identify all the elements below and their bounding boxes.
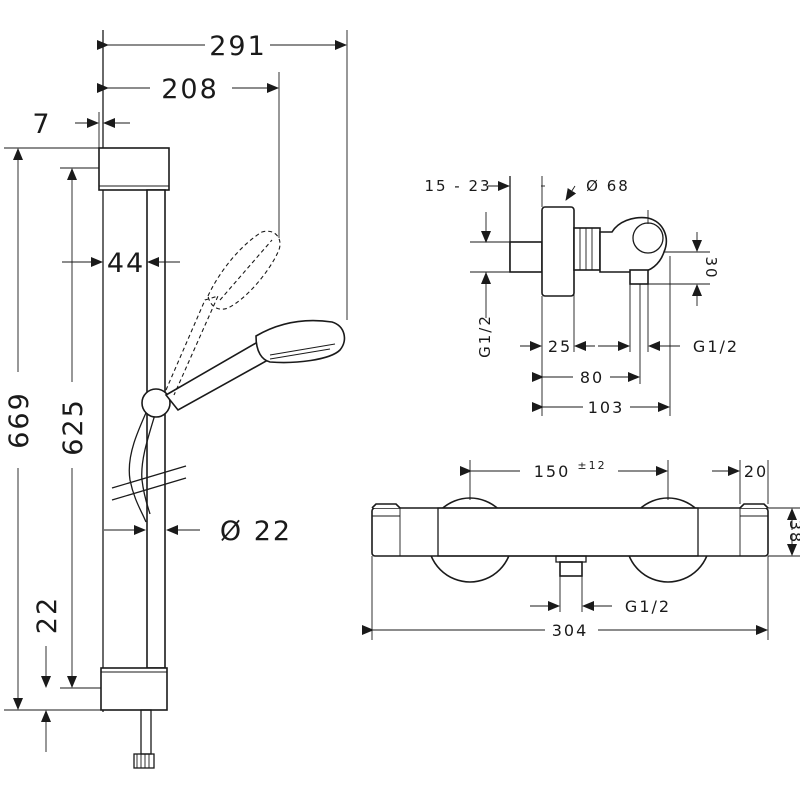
dim-80-label: 80: [580, 368, 604, 387]
dim-44-label: 44: [107, 248, 145, 279]
left-end-cap: [371, 503, 401, 509]
dim-208-label: 208: [161, 74, 219, 105]
hose-stub: [140, 709, 152, 755]
dim-rosette-label: Ø 68: [586, 177, 630, 195]
top-wall-bracket: [98, 147, 170, 191]
front-outlet: [559, 561, 583, 577]
dim-7-label: 7: [32, 109, 51, 140]
mixer-body-front: [371, 507, 769, 557]
break-line-bottom: [111, 477, 187, 501]
dim-150-label: 150: [534, 462, 571, 481]
mixer-front-view: 150 ±12 20 38 G1/2 304: [362, 459, 800, 640]
hand-shower-alt-handle: [165, 295, 219, 396]
dim-rail-diameter-label: Ø 22: [220, 516, 292, 547]
dim-20-label: 20: [744, 462, 768, 481]
dim-22-label: 22: [32, 596, 63, 634]
dim-38-label: 38: [786, 520, 800, 544]
mixer-side-view: 15 - 23 Ø 68 G1/2 30 25 G1/2 80: [424, 176, 739, 417]
dim-103-label: 103: [588, 398, 625, 417]
mixer-body-side: [599, 216, 668, 273]
dim-669-label: 669: [4, 391, 35, 449]
dim-outlet-thread-label: G1/2: [693, 337, 739, 356]
wall-rosette: [541, 206, 575, 297]
shower-rail-drawing: 291 208 7 44 669 625 Ø 22 22: [4, 30, 348, 769]
slider-knob: [141, 388, 171, 418]
dim-inlet-range-label: 15 - 23: [424, 177, 491, 195]
dim-25-label: 25: [548, 337, 572, 356]
hose-nut: [133, 753, 155, 769]
dim-30-label: 30: [702, 256, 720, 279]
hand-shower-head: [255, 319, 346, 364]
inlet-connector: [509, 241, 543, 273]
dim-625-label: 625: [58, 398, 89, 456]
hand-shower-alt-head: [207, 230, 281, 310]
dim-150-tolerance: ±12: [577, 459, 606, 472]
dim-304-label: 304: [552, 621, 589, 640]
dim-291-label: 291: [209, 31, 267, 62]
right-end-cap: [739, 503, 769, 509]
hose-left-edge: [128, 394, 155, 523]
outlet-side: [629, 269, 649, 285]
break-line-top: [111, 465, 187, 489]
union-nut: [573, 227, 601, 271]
hand-shower-handle: [164, 338, 269, 412]
dim-inlet-thread-label: G1/2: [476, 314, 494, 358]
dim-front-thread-label: G1/2: [625, 597, 671, 616]
hose-right-edge: [141, 397, 161, 515]
bottom-wall-bracket: [100, 667, 168, 711]
